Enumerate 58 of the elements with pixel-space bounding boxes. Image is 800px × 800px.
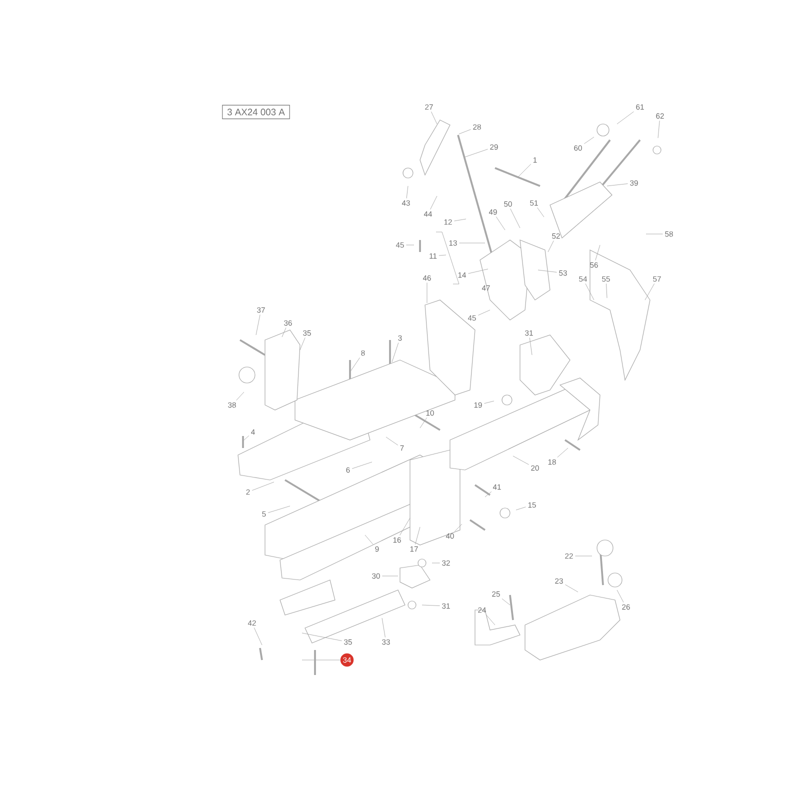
leader-line bbox=[595, 244, 600, 261]
leader-line bbox=[502, 598, 510, 606]
leader-line bbox=[484, 400, 494, 404]
leader-line bbox=[282, 327, 286, 338]
leader-line bbox=[252, 482, 274, 491]
leader-line bbox=[454, 218, 466, 222]
leader-line bbox=[454, 524, 462, 532]
leader-line bbox=[364, 534, 374, 545]
leader-line bbox=[557, 448, 568, 458]
leader-line bbox=[350, 357, 360, 372]
leader-line bbox=[484, 491, 492, 498]
leader-line bbox=[302, 632, 342, 642]
leader-line bbox=[548, 240, 554, 252]
leader-line bbox=[430, 111, 438, 124]
leader-line bbox=[352, 462, 372, 469]
leader-line bbox=[236, 392, 244, 401]
leader-line bbox=[400, 518, 410, 536]
leader-line bbox=[256, 314, 260, 336]
leader-line bbox=[406, 244, 414, 246]
leader-line bbox=[606, 183, 628, 186]
leader-line bbox=[432, 562, 440, 564]
leader-line bbox=[512, 456, 530, 465]
leader-line bbox=[518, 164, 532, 178]
leader-line bbox=[459, 242, 486, 244]
leader-line bbox=[430, 196, 438, 210]
leader-line bbox=[386, 436, 398, 446]
leader-line bbox=[420, 417, 428, 428]
leader-line bbox=[464, 148, 488, 158]
leader-line bbox=[426, 282, 428, 304]
leader-line bbox=[606, 283, 608, 298]
leader-line bbox=[658, 120, 660, 138]
leader-line bbox=[496, 216, 506, 230]
drawing-number-box: 3 AX24 003 A bbox=[222, 104, 290, 120]
leader-line bbox=[644, 283, 655, 300]
leader-line bbox=[468, 268, 488, 274]
leader-line bbox=[616, 111, 634, 124]
leader-line bbox=[486, 614, 496, 626]
leader-line bbox=[422, 604, 440, 606]
leader-line bbox=[565, 584, 578, 592]
leader-line bbox=[510, 208, 520, 228]
leader-line bbox=[516, 506, 526, 510]
leader-line bbox=[415, 526, 420, 545]
leader-line bbox=[584, 136, 594, 144]
leader-line bbox=[529, 337, 532, 356]
leader-line bbox=[458, 129, 472, 134]
leader-line bbox=[585, 283, 594, 300]
leader-line bbox=[538, 270, 558, 272]
leader-line bbox=[478, 310, 490, 316]
leader-line bbox=[254, 627, 262, 646]
leader-line bbox=[438, 254, 446, 256]
leader-line bbox=[537, 207, 544, 218]
leader-line bbox=[406, 186, 408, 199]
leader-line bbox=[300, 337, 306, 350]
leader-line bbox=[268, 506, 290, 513]
leader-line bbox=[392, 342, 399, 362]
leader-line bbox=[616, 590, 624, 603]
leader-line bbox=[382, 618, 386, 638]
leader-line bbox=[242, 435, 250, 442]
